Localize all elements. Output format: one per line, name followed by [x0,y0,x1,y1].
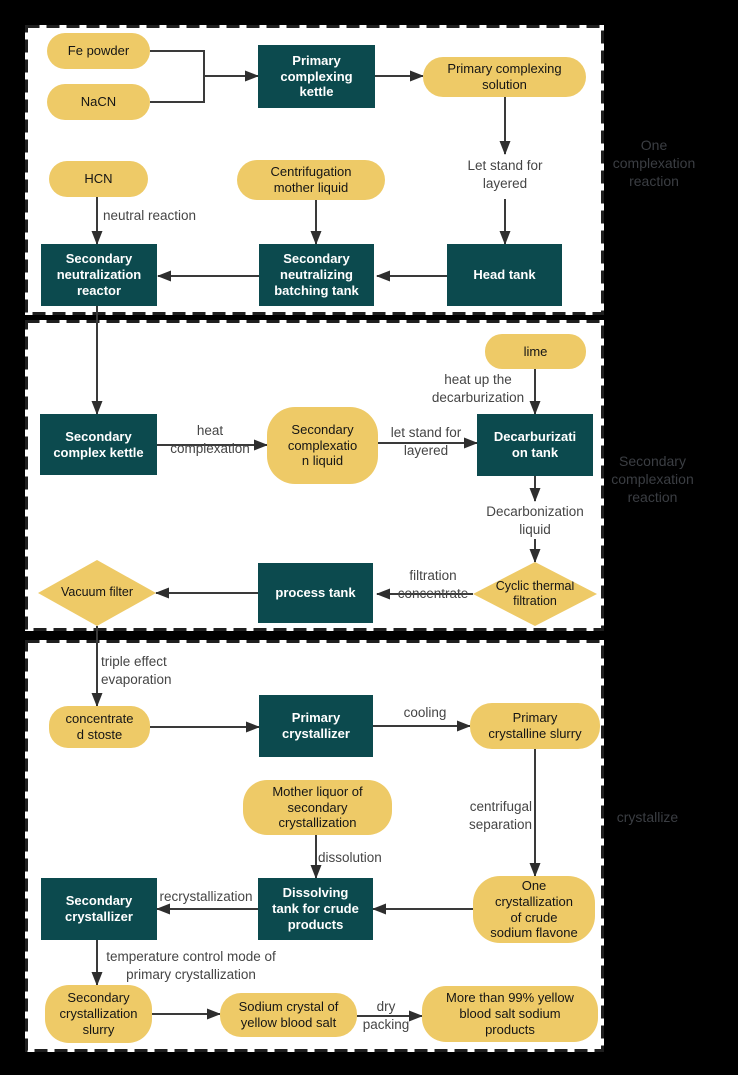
edge-label-heat-complexation: heat complexation [170,423,250,456]
node-one-crystallization-crude-sodium-flavone: One crystallization of crude sodium flav… [473,876,595,943]
edge-label-decarbonization-liquid: Decarbonization liquid [486,504,584,537]
node-lime: lime [485,334,586,369]
node-primary-complexing-kettle: Primary complexing kettle [258,45,375,108]
node-nacn: NaCN [47,84,150,120]
node-process-tank: process tank [258,563,373,623]
edge-label-dry-packing: dry packing [362,999,410,1032]
edge-label-let-stand-layered-1: Let stand for layered [467,158,543,191]
node-final-product: More than 99% yellow blood salt sodium p… [422,986,598,1042]
node-mother-liquor-secondary-crystallization: Mother liquor of secondary crystallizati… [243,780,392,835]
node-secondary-neutralizing-batching-tank: Secondary neutralizing batching tank [259,244,374,306]
node-secondary-complex-kettle: Secondary complex kettle [40,414,157,475]
node-head-tank: Head tank [447,244,562,306]
edge-label-centrifugal-separation: centrifugal separation [468,799,532,832]
section-label-secondary-complexation: Secondary complexation reaction [611,453,694,506]
node-primary-crystalline-slurry: Primary crystalline slurry [470,703,600,749]
node-secondary-complexation-liquid: Secondary complexatio n liquid [267,407,378,484]
edge-label-heat-up-decarburization: heat up the decarburization [431,372,525,405]
edge-label-dissolution: dissolution [318,850,382,865]
node-centrifugation-mother-liquid: Centrifugation mother liquid [237,160,385,200]
node-dissolving-tank-crude-products: Dissolving tank for crude products [258,878,373,940]
node-sodium-crystal-yellow-blood-salt: Sodium crystal of yellow blood salt [220,993,357,1037]
section-label-crystallize: crystallize [616,809,679,825]
node-fe-powder: Fe powder [47,33,150,69]
node-primary-crystallizer: Primary crystallizer [259,695,373,757]
node-concentrated-stoste: concentrate d stoste [49,706,150,748]
node-secondary-crystallization-slurry: Secondary crystallization slurry [45,985,152,1043]
edge-label-recrystallization: recrystallization [159,889,253,904]
edge-label-triple-effect-evaporation: triple effect evaporation [101,654,172,687]
edge-label-filtration-concentrate: filtration concentrate [397,568,469,601]
section-label-one-complexation: One complexation reaction [612,137,696,190]
node-decarburization-tank: Decarburizati on tank [477,414,593,476]
node-secondary-crystallizer: Secondary crystallizer [41,878,157,940]
edge-label-cooling: cooling [403,705,447,720]
node-primary-complexing-solution: Primary complexing solution [423,57,586,97]
edge-label-temperature-control: temperature control mode of primary crys… [106,949,276,982]
node-secondary-neutralization-reactor: Secondary neutralization reactor [41,244,157,306]
edge-label-neutral-reaction: neutral reaction [103,208,197,223]
edge-label-let-stand-layered-2: let stand for layered [390,425,462,458]
node-hcn: HCN [49,161,148,197]
